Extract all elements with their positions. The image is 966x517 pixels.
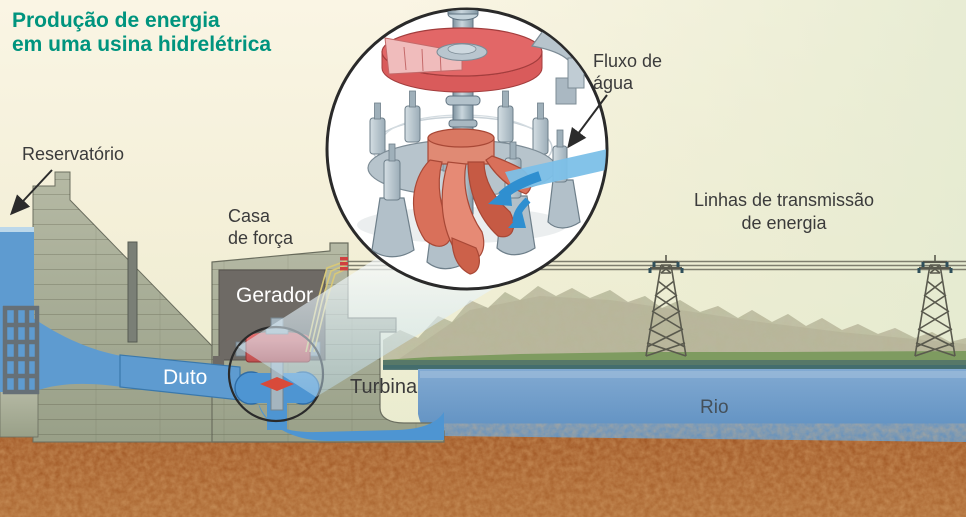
reservoir-arrow — [9, 169, 53, 216]
label-reservoir: Reservatório — [22, 144, 124, 164]
turbine-runner-detail — [413, 128, 532, 275]
water-jet — [488, 148, 606, 228]
page-title-line1: Produção de energia — [12, 9, 220, 32]
label-water-flow-line2: água — [593, 73, 634, 93]
rotor-disc — [381, 27, 543, 93]
outflow-channel — [258, 402, 444, 441]
river — [418, 369, 966, 442]
label-turbine: Turbina — [350, 376, 418, 398]
intake-sill — [0, 389, 39, 438]
river-shore — [383, 351, 966, 370]
label-powerhouse-line2: de força — [228, 228, 294, 248]
label-generator: Gerador — [236, 284, 313, 307]
page-title-line2: em uma usina hidrelétrica — [12, 33, 271, 56]
insulators — [340, 257, 348, 271]
water-flow-arrow — [567, 94, 608, 149]
label-transmission-line1: Linhas de transmissão — [694, 190, 874, 210]
intake-gate — [127, 241, 138, 343]
label-water-flow-line1: Fluxo de — [593, 51, 662, 71]
label-powerhouse-line1: Casa — [228, 206, 271, 226]
intake-funnel — [33, 318, 122, 392]
turbine-detail — [357, 10, 606, 275]
magnifier-circle — [325, 7, 609, 291]
trash-rack — [2, 305, 40, 395]
stator-posts-back — [369, 90, 549, 155]
label-transmission-line2: de energia — [741, 213, 827, 233]
label-river: Rio — [700, 397, 729, 418]
turbine-runner-small — [260, 377, 294, 391]
label-duct: Duto — [163, 366, 207, 389]
